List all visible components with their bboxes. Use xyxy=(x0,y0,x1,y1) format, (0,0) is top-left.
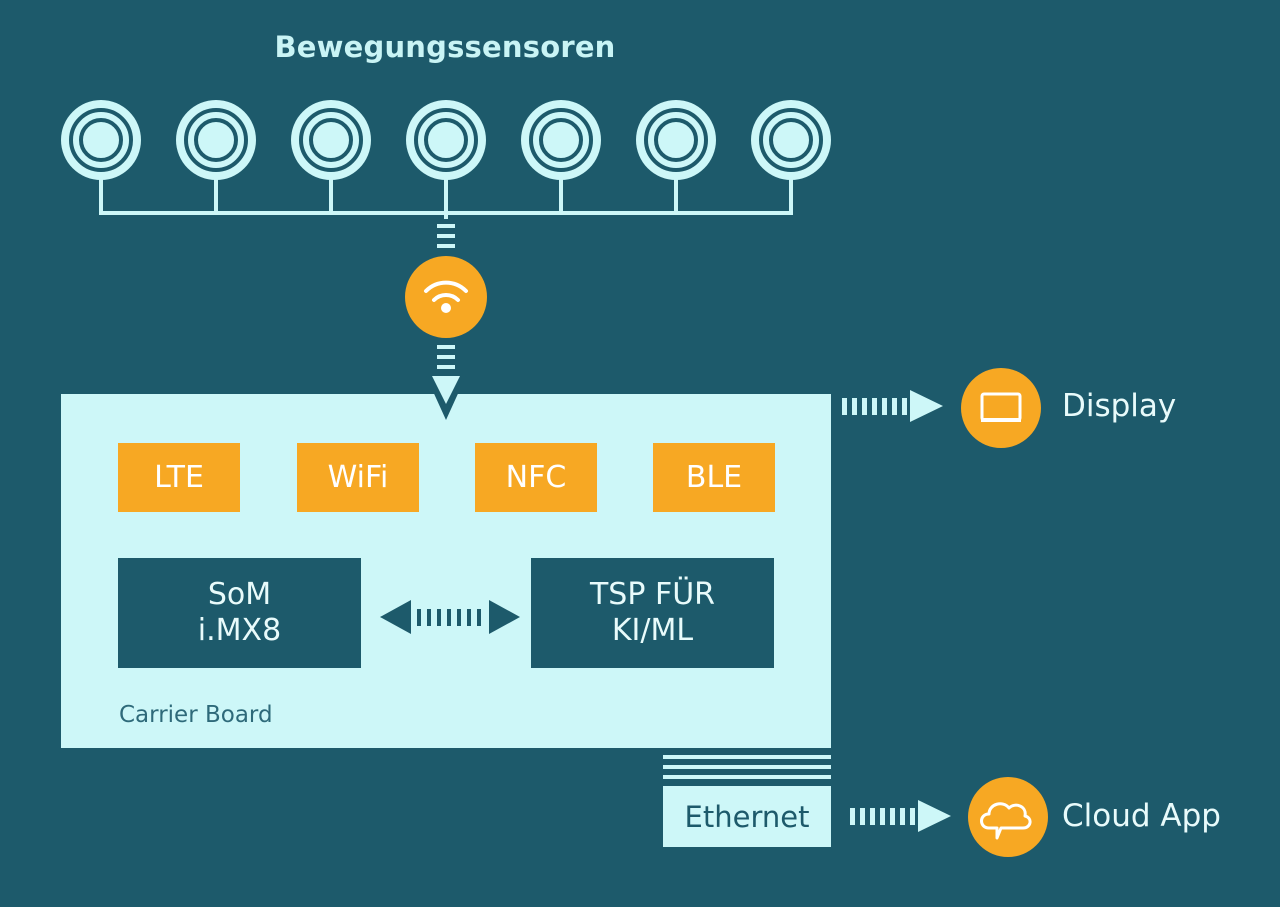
motion-sensor-icon xyxy=(176,100,256,213)
motion-sensor-icon xyxy=(406,100,486,213)
carrier-board-label: Carrier Board xyxy=(119,702,273,728)
motion-sensor-icon xyxy=(291,100,371,213)
chip-ble: BLE xyxy=(653,443,775,512)
ethernet-line xyxy=(663,765,831,769)
processor-tsp: TSP FÜR KI/ML xyxy=(531,558,774,668)
chip-lte: LTE xyxy=(118,443,240,512)
diagram-title: Bewegungssensoren xyxy=(274,30,616,64)
processor-tsp-line1: TSP FÜR xyxy=(589,577,716,612)
motion-sensor-icon xyxy=(751,100,831,213)
ethernet-line xyxy=(663,775,831,779)
ethernet-port: Ethernet xyxy=(663,786,831,847)
chip-nfc: NFC xyxy=(475,443,597,512)
sensor-row xyxy=(61,100,831,213)
motion-sensor-icon xyxy=(61,100,141,213)
display-label: Display xyxy=(1062,388,1177,424)
processor-som: SoM i.MX8 xyxy=(118,558,361,668)
motion-sensor-icon xyxy=(521,100,601,213)
bidirectional-arrow-icon xyxy=(380,600,520,634)
processor-som-line1: SoM xyxy=(207,577,272,612)
chip-wifi: WiFi xyxy=(297,443,419,512)
processor-som-line2: i.MX8 xyxy=(197,613,282,648)
ethernet-line xyxy=(663,755,831,759)
cloud-arrow-icon xyxy=(850,800,951,832)
bus-drop-line xyxy=(444,213,448,219)
wifi-to-board-connector xyxy=(437,345,455,369)
monitor-icon xyxy=(961,368,1041,448)
cloud-chat-icon xyxy=(968,777,1048,857)
wifi-icon xyxy=(405,256,487,338)
motion-sensor-icon xyxy=(636,100,716,213)
display-arrow-icon xyxy=(842,390,943,422)
bus-to-wifi-connector xyxy=(437,224,455,248)
processor-tsp-line2: KI/ML xyxy=(611,613,694,648)
cloud-app-label: Cloud App xyxy=(1062,798,1221,834)
